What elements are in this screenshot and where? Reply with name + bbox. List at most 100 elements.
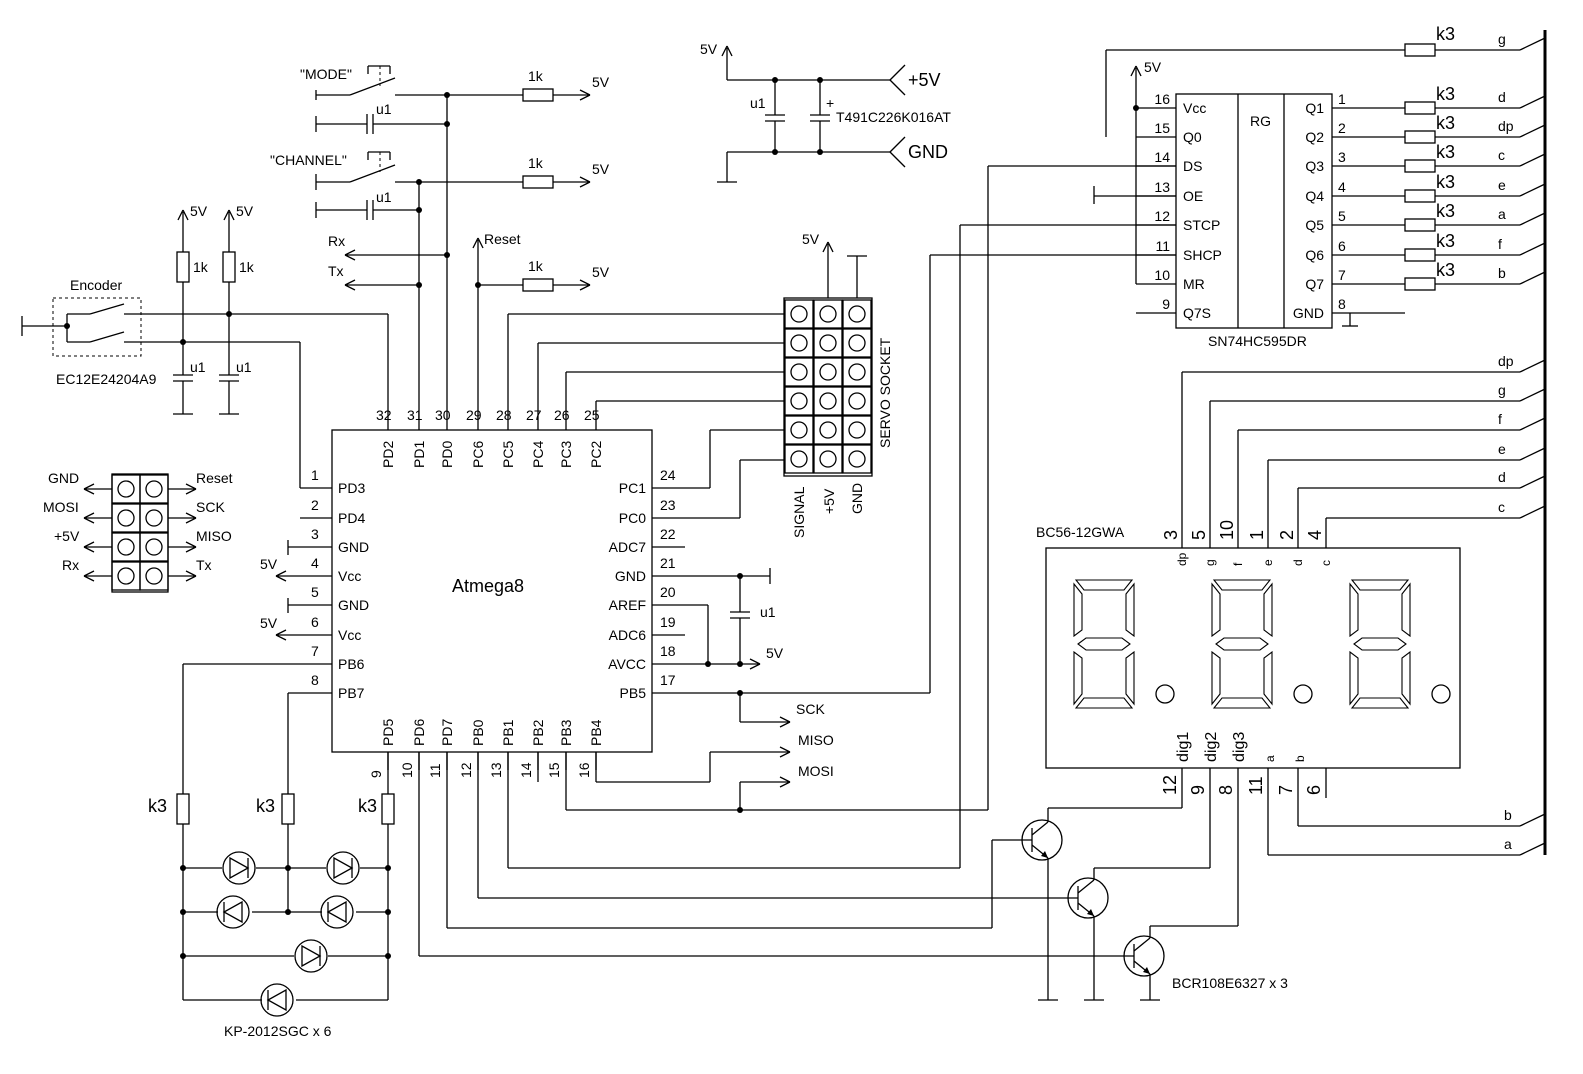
mcu-pin-pd4-2: PD4: [338, 510, 365, 526]
display-pin-num-1: 1: [1247, 530, 1267, 540]
sr-g-label: g: [1498, 31, 1506, 47]
isp-tx: Tx: [196, 557, 212, 573]
servo-hole: [813, 299, 843, 329]
sr-g-resistor: k3: [1436, 24, 1455, 44]
enc-b-5v: 5V: [236, 203, 254, 219]
sr-pin-num-8: 8: [1338, 296, 1346, 312]
sr-pin-oe: OE: [1183, 188, 1203, 204]
rx-label: Rx: [328, 233, 345, 249]
mcu-pin-pc1: PC1: [619, 480, 646, 496]
mcu-pin-pb1: PB1: [500, 719, 516, 746]
mcu-pin-avcc: AVCC: [608, 656, 646, 672]
display-pin-num-4: 4: [1305, 530, 1325, 540]
enc-a-5v: 5V: [190, 203, 208, 219]
sr-pin-q5: Q5: [1305, 217, 1324, 233]
isp-miso: MISO: [196, 528, 232, 544]
sr-pin-q1: Q1: [1305, 100, 1324, 116]
sr-pin-shcp: SHCP: [1183, 247, 1222, 263]
power-supply: 5V u1 + T491C226K016AT +5V GND: [700, 41, 951, 183]
mcu-pin-num-10: 10: [399, 762, 415, 778]
display-pin-b: b: [1293, 755, 1307, 762]
sr-pin-q6: Q6: [1305, 247, 1324, 263]
servo-hole: [813, 328, 843, 358]
mcu-vcc1-5v: 5V: [260, 556, 278, 572]
mcu-pin-num-15: 15: [546, 762, 562, 778]
mcu-pin-num-2: 2: [311, 497, 319, 513]
mcu-pin-num-11: 11: [427, 763, 443, 778]
reset-label: Reset: [484, 231, 521, 247]
servo-hole: [784, 444, 814, 474]
display-pin-num-10: 10: [1217, 520, 1237, 540]
sr-pin-num-15: 15: [1154, 120, 1170, 136]
mcu-pin-num-12: 12: [458, 762, 474, 778]
button-section: "MODE" 1k 5V u1 "CHANNEL" 1k 5V u1: [270, 65, 610, 430]
isp-gnd: GND: [48, 470, 79, 486]
servo-hole: [813, 444, 843, 474]
sr-pin-gnd: GND: [1293, 305, 1324, 321]
encoder-section: Encoder EC12E24204A9 5V 1k u1 5V 1k u1: [21, 203, 389, 489]
servo-hole: [813, 386, 843, 416]
servo-hole: [842, 386, 872, 416]
led-part: KP-2012SGC x 6: [224, 1023, 332, 1039]
mcu-pin-pc6: PC6: [470, 441, 486, 468]
bus-seg-d: d: [1498, 469, 1506, 485]
mcu-pin-pc4: PC4: [530, 441, 546, 468]
mcu-pin-pc2: PC2: [588, 441, 604, 468]
sr-out-seg-f: f: [1498, 236, 1502, 252]
sr-part-label: SN74HC595DR: [1208, 333, 1307, 349]
servo-hole: [813, 357, 843, 387]
mcu-pin-pd2: PD2: [380, 441, 396, 468]
mcu-pin-pb3: PB3: [558, 719, 574, 746]
servo-hole: [784, 299, 814, 329]
servo-hole: [784, 328, 814, 358]
display-pin-d: d: [1291, 559, 1305, 566]
sr-out-resistor: k3: [1436, 84, 1455, 104]
display-pin-g: g: [1203, 559, 1217, 566]
sr-pin-q3: Q3: [1305, 158, 1324, 174]
servo-socket: 5V SERVO SOCKET SIGNAL +5V GND: [507, 231, 893, 538]
servo-hole: [842, 328, 872, 358]
uart-reset-section: Rx Tx Reset 1k 5V: [328, 231, 610, 430]
mcu-pin-pd3-1: PD3: [338, 480, 365, 496]
mcu-pin-num-22: 22: [660, 526, 676, 542]
mcu-pin-vcc-6: Vcc: [338, 627, 361, 643]
channel-button-label: "CHANNEL": [270, 152, 347, 168]
mcu-pin-pb4: PB4: [588, 719, 604, 746]
sr-pin-q0: Q0: [1183, 129, 1202, 145]
mcu-pin-num-26: 26: [554, 407, 570, 423]
display-pin-num-2: 2: [1277, 530, 1297, 540]
sr-pin-num-3: 3: [1338, 149, 1346, 165]
sr-pin-num-14: 14: [1154, 149, 1170, 165]
svg-text:+: +: [826, 95, 834, 111]
mcu-pin-pb5: PB5: [620, 685, 647, 701]
isp-mosi: MOSI: [43, 499, 79, 515]
mcu-pin-num-19: 19: [660, 614, 676, 630]
display-bottom-num-6: 6: [1304, 785, 1324, 795]
sr-pin-q7s: Q7S: [1183, 305, 1211, 321]
channel-resistor-label: 1k: [528, 155, 544, 171]
power-5v-label: 5V: [700, 41, 718, 57]
sr-out-resistor: k3: [1436, 260, 1455, 280]
bus-seg-b: b: [1504, 807, 1512, 823]
mcu-pin-pd1: PD1: [411, 441, 427, 468]
servo-hole: [842, 357, 872, 387]
display-part: BC56-12GWA: [1036, 524, 1125, 540]
sr-pin-num-6: 6: [1338, 238, 1346, 254]
sr-center-label: RG: [1250, 113, 1271, 129]
display-pin-e: e: [1261, 559, 1275, 566]
enc-a-resistor: 1k: [193, 259, 209, 275]
sr-pin-num-4: 4: [1338, 179, 1346, 195]
shift-register: RG SN74HC595DR 16Vcc15Q014DS13OE12STCP11…: [1093, 24, 1547, 855]
sr-pin-num-5: 5: [1338, 208, 1346, 224]
led-res-1: k3: [148, 796, 167, 816]
bus-seg-c: c: [1498, 499, 1505, 515]
servo-signal: SIGNAL: [791, 486, 807, 538]
mcu-pin-pb0: PB0: [470, 719, 486, 746]
mcu-pin-pd7: PD7: [439, 719, 455, 746]
